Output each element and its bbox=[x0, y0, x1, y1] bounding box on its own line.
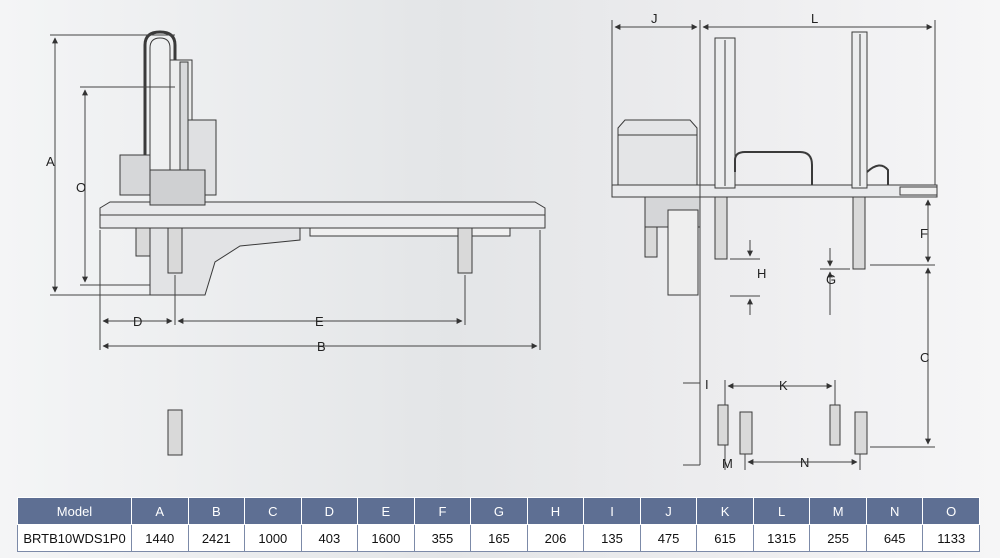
table-header-cell: H bbox=[526, 497, 585, 525]
table-cell: 1600 bbox=[357, 524, 415, 552]
technical-drawing: A O D E B bbox=[46, 11, 938, 471]
dim-label-l: L bbox=[811, 11, 818, 26]
table-row: BRTB10WDS1P0 1440 2421 1000 403 1600 355… bbox=[17, 524, 980, 552]
table-cell: 645 bbox=[865, 524, 924, 552]
table-header-cell: E bbox=[357, 497, 415, 525]
table-cell: 1133 bbox=[922, 524, 980, 552]
table-cell: 403 bbox=[300, 524, 359, 552]
dim-label-o: O bbox=[76, 180, 86, 195]
table-cell: 1315 bbox=[752, 524, 811, 552]
table-header-cell: Model bbox=[17, 497, 132, 525]
table-cell: 255 bbox=[809, 524, 867, 552]
table-header-cell: L bbox=[752, 497, 811, 525]
table-header-row: Model A B C D E F G H I J K L M N O bbox=[17, 497, 980, 525]
table-header-cell: N bbox=[865, 497, 924, 525]
dim-label-n: N bbox=[800, 455, 809, 470]
table-header-cell: A bbox=[131, 497, 189, 525]
dim-label-d: D bbox=[133, 314, 142, 329]
table-header-cell: G bbox=[470, 497, 528, 525]
table-cell: 615 bbox=[696, 524, 754, 552]
table-cell: 1440 bbox=[131, 524, 189, 552]
dim-label-j: J bbox=[651, 11, 658, 26]
dim-label-a: A bbox=[46, 154, 55, 169]
table-header-cell: C bbox=[244, 497, 302, 525]
table-header-cell: J bbox=[639, 497, 698, 525]
table-cell: 355 bbox=[413, 524, 472, 552]
table-header-cell: M bbox=[809, 497, 867, 525]
dim-label-i: I bbox=[705, 377, 709, 392]
table-cell: 135 bbox=[583, 524, 641, 552]
table-header-cell: I bbox=[583, 497, 641, 525]
spec-table: Model A B C D E F G H I J K L M N O BRTB… bbox=[17, 497, 980, 552]
table-header-cell: K bbox=[696, 497, 754, 525]
table-cell: 475 bbox=[639, 524, 698, 552]
dim-label-m: M bbox=[722, 456, 733, 471]
dim-label-k: K bbox=[779, 378, 788, 393]
table-cell: 1000 bbox=[244, 524, 302, 552]
table-header-cell: F bbox=[413, 497, 472, 525]
front-view bbox=[611, 31, 938, 455]
dim-label-c: C bbox=[920, 350, 929, 365]
dim-label-e: E bbox=[315, 314, 324, 329]
side-view bbox=[99, 30, 546, 456]
table-header-cell: O bbox=[922, 497, 980, 525]
dim-label-g: G bbox=[826, 272, 836, 287]
dim-label-b: B bbox=[317, 339, 326, 354]
table-cell: 165 bbox=[470, 524, 528, 552]
dim-label-h: H bbox=[757, 266, 766, 281]
table-cell: 206 bbox=[526, 524, 585, 552]
table-header-cell: D bbox=[300, 497, 359, 525]
dim-label-f: F bbox=[920, 226, 928, 241]
table-cell: 2421 bbox=[187, 524, 246, 552]
table-cell-model: BRTB10WDS1P0 bbox=[17, 524, 132, 552]
table-header-cell: B bbox=[187, 497, 246, 525]
